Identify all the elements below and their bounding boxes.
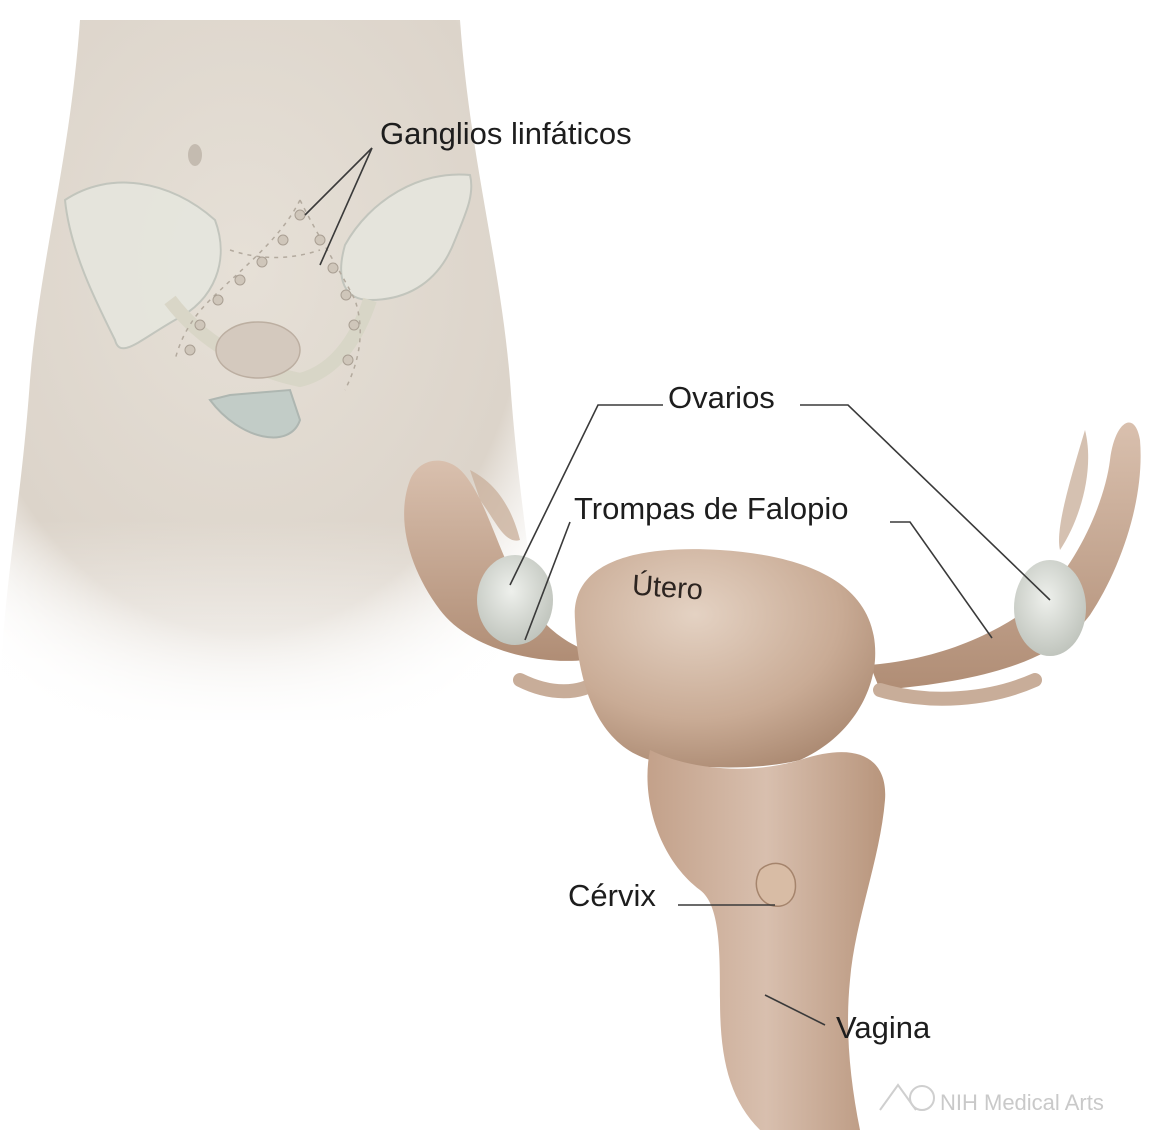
- label-ovarios: Ovarios: [668, 382, 775, 413]
- reproductive-organs: [404, 423, 1141, 1130]
- credit-text: NIH Medical Arts: [940, 1090, 1104, 1116]
- label-ganglios: Ganglios linfáticos: [380, 118, 632, 149]
- vagina: [647, 750, 885, 1130]
- label-utero: Útero: [631, 570, 704, 608]
- label-cervix: Cérvix: [568, 880, 656, 911]
- cervix: [756, 863, 795, 906]
- label-vagina: Vagina: [836, 1012, 930, 1043]
- nih-medical-arts-logo-icon: [880, 1085, 934, 1110]
- uterus: [575, 549, 875, 767]
- navel: [188, 144, 202, 166]
- label-trompas: Trompas de Falopio: [574, 493, 849, 524]
- left-ovary: [477, 555, 553, 645]
- right-ovary: [1014, 560, 1086, 656]
